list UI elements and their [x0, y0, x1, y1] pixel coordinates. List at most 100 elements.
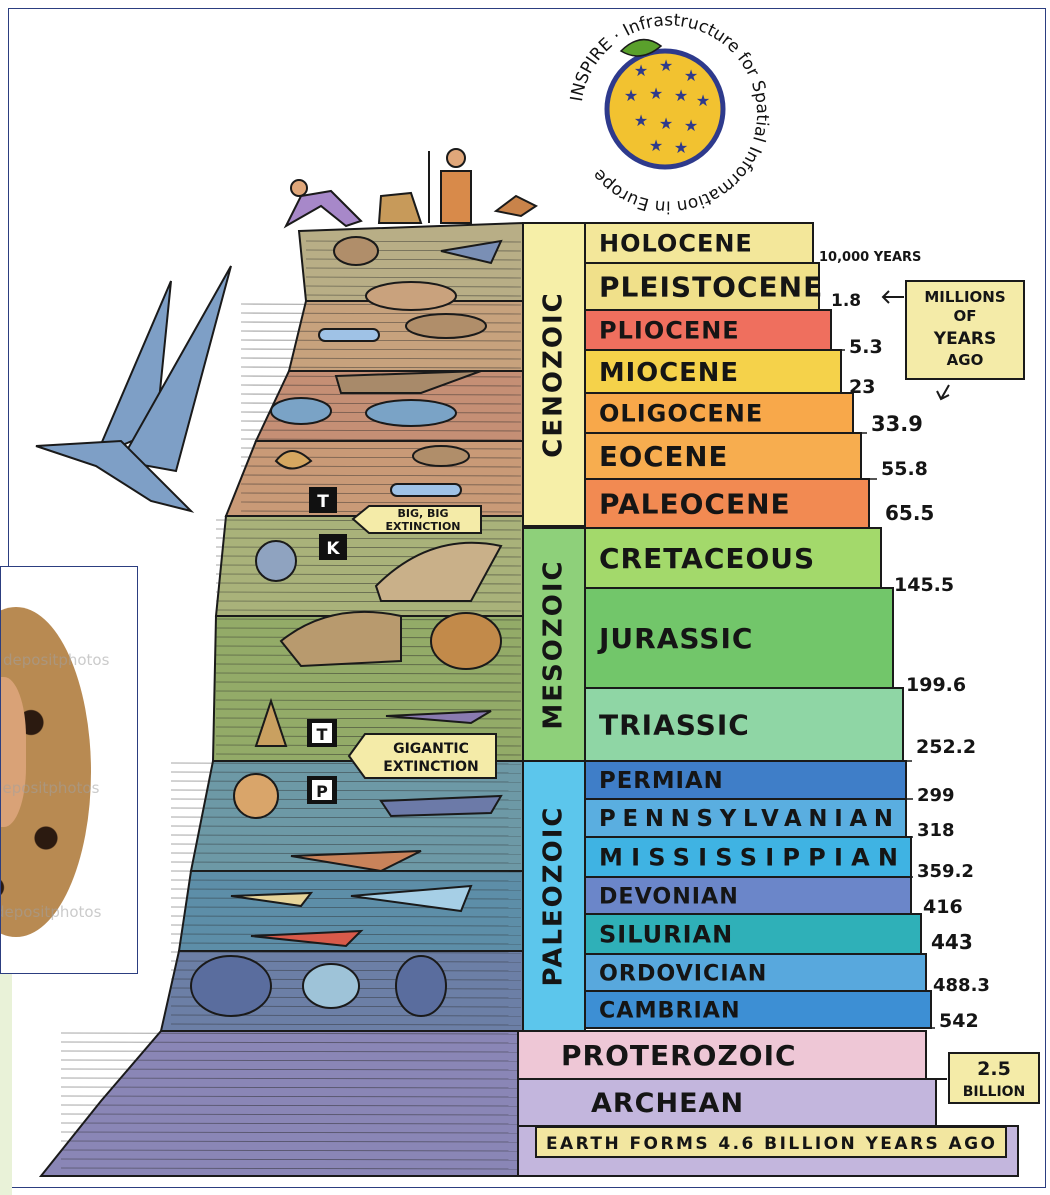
millions-label: MILLIONS: [924, 288, 1005, 306]
trilobite-fossil: [396, 956, 446, 1016]
star-icon: ★: [684, 116, 698, 135]
star-icon: ★: [659, 114, 673, 133]
boundary-label: T: [317, 492, 329, 512]
inspire-logo: ★★★★★★★★★★★★ INSPIRE · Infrastructure fo…: [567, 10, 772, 216]
explorers: [286, 149, 536, 226]
period-label-ordovician: ORDOVICIAN: [599, 960, 767, 986]
age-label-paleocene: 65.5: [885, 501, 934, 525]
boundary-label: P: [316, 782, 328, 801]
period-label-cretaceous: CRETACEOUS: [599, 542, 815, 575]
arrow-icon: [937, 385, 949, 399]
person-head: [291, 180, 307, 196]
age-label-permian: 299: [917, 785, 955, 806]
precambrian-bands: PROTEROZOIC ARCHEAN EARTH FORMS 4.6 BILLIO…: [518, 1031, 1018, 1176]
watermark-text: depositphotos: [0, 903, 101, 921]
billion-label: BILLION: [963, 1084, 1026, 1100]
period-label-holocene: HOLOCENE: [599, 230, 753, 258]
period-label-silurian: SILURIAN: [599, 921, 733, 949]
age-label-triassic: 252.2: [916, 736, 976, 758]
period-label-triassic: TRIASSIC: [599, 709, 750, 742]
boundary-label: T: [317, 725, 328, 744]
period-label-pliocene: PLIOCENE: [599, 317, 740, 345]
star-icon: ★: [634, 61, 648, 80]
star-icon: ★: [624, 86, 638, 105]
age-label-eocene: 55.8: [881, 458, 928, 480]
cliff-layer-precambrian: [41, 1031, 523, 1176]
eon-label-archean: ARCHEAN: [591, 1088, 744, 1119]
star-icon: ★: [674, 138, 688, 157]
billion-value: 2.5: [977, 1058, 1011, 1080]
millions-of-years-box: MILLIONS OF YEARS AGO: [883, 281, 1024, 399]
bone-fossil: [391, 484, 461, 496]
geologic-time-diagram: CENOZOIC MESOZOIC PALEOZOIC HOLOCENE PLEIST…: [9, 9, 1045, 1187]
watermark-text: depositphotos: [3, 651, 109, 669]
period-label-jurassic: JURASSIC: [597, 622, 753, 655]
fossil: [271, 398, 331, 424]
fossil: [366, 400, 456, 426]
skull-fossil: [406, 314, 486, 338]
age-label-pliocene: 5.3: [849, 336, 883, 358]
cliff-layer-cenozoic-c: [226, 441, 523, 516]
ammonite-fossil: [234, 774, 278, 818]
leaf-fossil: [431, 613, 501, 669]
figure-frame: CENOZOIC MESOZOIC PALEOZOIC HOLOCENE PLEIST…: [8, 8, 1046, 1188]
gigantic-extinction-line1: GIGANTIC: [393, 741, 469, 757]
period-label-eocene: EOCENE: [599, 440, 728, 473]
ago-label: AGO: [947, 351, 984, 369]
period-label-paleocene: PALEOCENE: [599, 488, 791, 521]
age-label-miocene: 23: [849, 376, 875, 398]
bone-fossil: [319, 329, 379, 341]
boundary-label: K: [326, 539, 340, 559]
period-label-miocene: MIOCENE: [599, 358, 739, 388]
era-column: CENOZOIC MESOZOIC PALEOZOIC: [523, 223, 585, 1031]
trilobite-fossil: [191, 956, 271, 1016]
big-extinction-line1: BIG, BIG: [397, 507, 448, 520]
rabbit: [496, 196, 536, 216]
standing-person: [441, 171, 471, 223]
watermark-text: depositphotos: [0, 779, 99, 797]
star-icon: ★: [634, 111, 648, 130]
star-icon: ★: [659, 56, 673, 75]
star-icon: ★: [649, 84, 663, 103]
skull-fossil: [334, 237, 378, 265]
period-label-pleistocene: PLEISTOCENE: [599, 271, 823, 304]
gigantic-extinction-callout: GIGANTIC EXTINCTION: [349, 734, 496, 778]
dog: [379, 193, 421, 223]
age-label-ordovician: 488.3: [933, 975, 990, 996]
age-label-holocene: 10,000 YEARS: [819, 250, 921, 265]
age-label-cretaceous: 145.5: [894, 574, 954, 596]
shell-fossil: [303, 964, 359, 1008]
ammonite-fossil: [256, 541, 296, 581]
star-icon: ★: [674, 86, 688, 105]
age-label-cambrian: 542: [939, 1010, 979, 1032]
age-label-jurassic: 199.6: [906, 674, 966, 696]
billion-box: 2.5 BILLION: [927, 1053, 1039, 1103]
era-label-mesozoic: MESOZOIC: [539, 559, 569, 729]
era-label-paleozoic: PALEOZOIC: [539, 806, 569, 987]
star-icon: ★: [696, 91, 710, 110]
side-photo-panel: depositphotos depositphotos depositphoto…: [0, 566, 138, 974]
left-strip: [0, 974, 12, 1195]
star-icon: ★: [684, 66, 698, 85]
age-label-silurian: 443: [931, 930, 973, 954]
skull-fossil: [366, 282, 456, 310]
big-extinction-line2: EXTINCTION: [385, 520, 460, 533]
age-label-devonian: 416: [923, 896, 963, 918]
age-label-pennsylvanian: 318: [917, 820, 955, 841]
person-head: [447, 149, 465, 167]
years-label: YEARS: [933, 329, 996, 349]
age-label-mississippian: 359.2: [917, 861, 974, 882]
age-label-pleistocene: 1.8: [831, 291, 861, 311]
period-label-cambrian: CAMBRIAN: [599, 997, 741, 1023]
gigantic-extinction-line2: EXTINCTION: [383, 759, 478, 775]
period-label-devonian: DEVONIAN: [599, 883, 739, 909]
earth-forms-label: EARTH FORMS 4.6 BILLION YEARS AGO: [546, 1134, 996, 1154]
eon-label-proterozoic: PROTEROZOIC: [561, 1039, 797, 1072]
era-label-cenozoic: CENOZOIC: [539, 291, 569, 457]
of-label: OF: [954, 307, 977, 325]
big-extinction-callout: BIG, BIG EXTINCTION: [353, 506, 481, 533]
fossil: [413, 446, 469, 466]
star-icon: ★: [649, 136, 663, 155]
pterodactyl: [36, 266, 231, 511]
period-label-permian: PERMIAN: [599, 768, 724, 794]
